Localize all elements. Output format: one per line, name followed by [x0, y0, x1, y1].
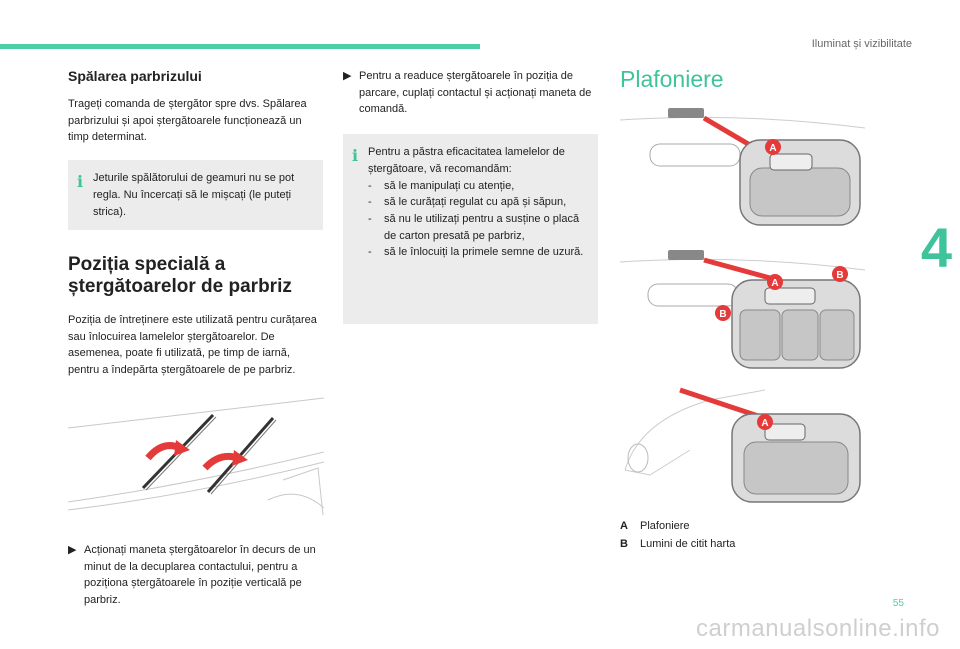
- special-position-text: Poziția de întreținere este utilizată pe…: [68, 314, 317, 377]
- blades-info-list: -să le manipulați cu atenție, -să le cur…: [368, 178, 586, 262]
- header-accent-bar: [0, 44, 480, 49]
- washing-info-text: Jeturile spălătorului de geamuri nu se p…: [93, 172, 295, 218]
- ceiling-light-illustration-3: A: [624, 387, 861, 503]
- badge-b-label: B: [836, 270, 843, 281]
- blades-info-intro: Pentru a păstra eficacitatea lamelelor d…: [368, 146, 565, 175]
- ceiling-light-illustration-2: A B B: [620, 250, 865, 369]
- badge-a-label-2: A: [771, 278, 778, 289]
- watermark: carmanualsonline.info: [696, 615, 940, 642]
- badge-a-label: A: [769, 143, 776, 154]
- list-item: -să nu le utilizați pentru a susține o p…: [368, 213, 580, 242]
- arrow-bullet-icon: ▶: [343, 70, 352, 82]
- list-item: -să le manipulați cu atenție,: [368, 179, 515, 192]
- badge-b-label-2: B: [719, 309, 726, 320]
- wiper-bullet-text: Acționați maneta ștergătoarelor în decur…: [84, 544, 316, 607]
- washing-text: Trageți comanda de ștergător spre dvs. S…: [68, 98, 307, 144]
- section-title: Iluminat și vizibilitate: [811, 38, 912, 50]
- badge-a-label-3: A: [761, 418, 768, 429]
- ceiling-lights-title: Plafoniere: [620, 66, 724, 92]
- wiper-bullet: ▶ Acționați maneta ștergătoarelor în dec…: [68, 542, 323, 609]
- wiper-illustration: [68, 397, 324, 516]
- ceiling-light-illustration-1: A: [620, 108, 865, 226]
- washing-info-box: i Jeturile spălătorului de geamuri nu se…: [68, 160, 323, 231]
- info-icon: i: [77, 172, 84, 192]
- list-item: -să le înlocuiți la primele semne de uzu…: [368, 246, 584, 259]
- info-icon: i: [352, 146, 359, 166]
- list-item: -să le curățați regulat cu apă și săpun,: [368, 196, 567, 209]
- column-right: Plafoniere: [620, 66, 865, 93]
- blades-info-box: i Pentru a păstra eficacitatea lamelelor…: [343, 134, 598, 325]
- park-bullet-text: Pentru a readuce ștergătoarele în poziți…: [359, 70, 592, 116]
- column-left: Spălarea parbrizului Trageți comanda de …: [68, 68, 323, 379]
- washing-title: Spălarea parbrizului: [68, 68, 202, 84]
- chapter-number: 4: [920, 216, 952, 279]
- arrow-bullet-icon: ▶: [68, 544, 77, 556]
- page-number: 55: [892, 598, 904, 609]
- special-position-title: Poziția specială a ștergătoarelor de par…: [68, 254, 292, 298]
- column-middle: ▶ Pentru a readuce ștergătoarele în pozi…: [343, 68, 598, 325]
